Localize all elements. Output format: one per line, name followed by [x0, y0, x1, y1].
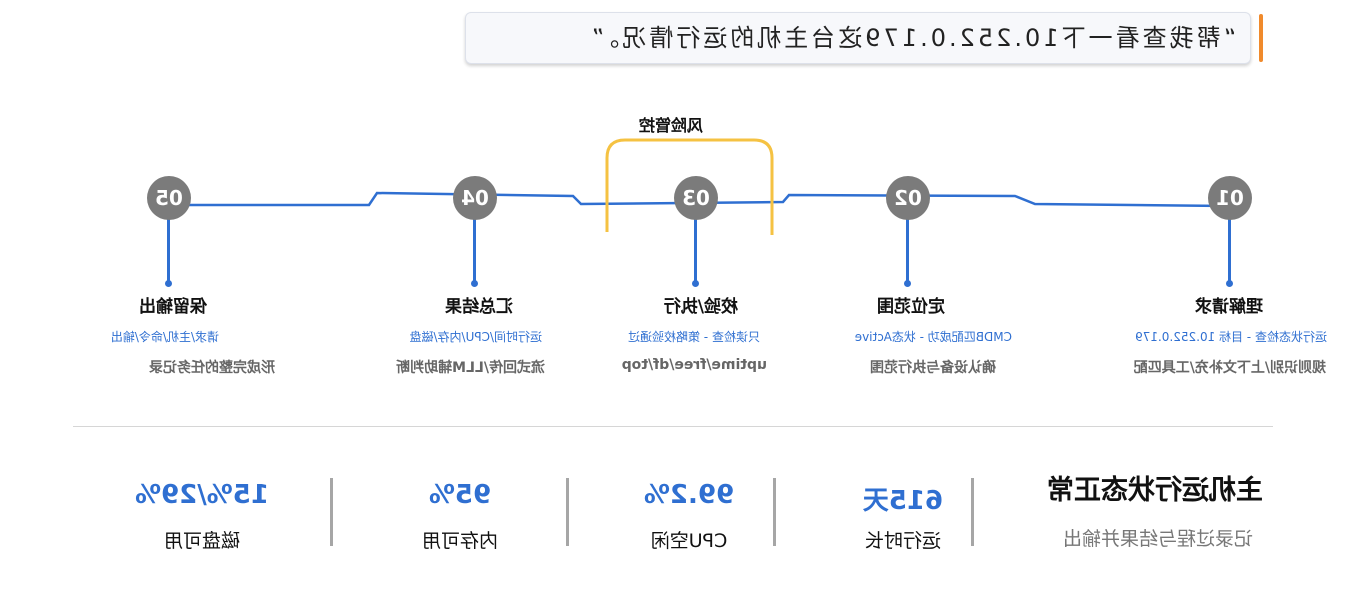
step-03-title: 校验/执行 — [663, 297, 738, 317]
step-02-dot — [904, 280, 911, 287]
step-05-title: 保留输出 — [139, 297, 207, 317]
summary-title: 主机运行状态正常 — [1047, 475, 1263, 506]
step-03-stem — [694, 210, 697, 284]
step-02-title: 定位范围 — [877, 297, 945, 317]
risk-control-label: 风险管控 — [639, 116, 704, 135]
step-01-dot — [1226, 280, 1233, 287]
step-03-dot — [692, 280, 699, 287]
metric-disk-value: 15%/29% — [135, 480, 269, 510]
step-01-stem — [1228, 210, 1231, 284]
step-04-title: 汇总结果 — [445, 297, 513, 317]
step-01-title: 理解请求 — [1195, 297, 1263, 317]
step-05-stem — [167, 210, 170, 284]
metric-divider-3 — [566, 478, 569, 546]
section-divider — [73, 426, 1273, 427]
step-02-badge: 02 — [886, 176, 930, 220]
step-04-detail: 运行时间/CPU/内存/磁盘 — [409, 330, 542, 344]
step-04-dot — [471, 280, 478, 287]
metric-memory-value: 95% — [428, 480, 492, 510]
risk-bracket — [605, 138, 774, 235]
step-04-stem — [473, 210, 476, 284]
metric-uptime-label: 运行时长 — [865, 530, 942, 552]
metric-cpu-value: 99.2% — [643, 480, 735, 510]
step-01-note: 规则识别/上下文补充/工具匹配 — [1133, 360, 1326, 376]
step-02-stem — [906, 210, 909, 284]
step-03-detail: 只读检查 - 策略校验通过 — [628, 330, 760, 344]
step-05-detail: 请求/主机/命令/输出 — [110, 330, 219, 344]
step-03-badge: 03 — [674, 176, 718, 220]
step-04-note: 流式回传/LLM辅助判断 — [396, 360, 545, 376]
metric-disk-label: 磁盘可用 — [164, 530, 241, 552]
step-04-badge: 04 — [453, 176, 497, 220]
summary-subtitle: 记录过程与结果并输出 — [1062, 528, 1253, 550]
step-01-detail: 运行状态检查 - 目标 10.252.0.179 — [1135, 330, 1327, 344]
step-02-note: 确认设备与执行范围 — [870, 360, 996, 376]
step-01-badge: 01 — [1208, 176, 1252, 220]
step-05-badge: 05 — [147, 176, 191, 220]
step-05-note: 形成完整的任务记录 — [149, 360, 275, 376]
metric-divider-4 — [330, 478, 333, 546]
step-03-note: uptime/free/df/top — [621, 357, 767, 373]
step-02-detail: CMDB匹配成功 - 状态Active — [854, 330, 1012, 344]
step-05-dot — [165, 280, 172, 287]
metric-cpu-label: CPU空闲 — [650, 530, 728, 552]
metric-memory-label: 内存可用 — [422, 530, 499, 552]
metric-uptime-value: 615天 — [862, 486, 944, 516]
